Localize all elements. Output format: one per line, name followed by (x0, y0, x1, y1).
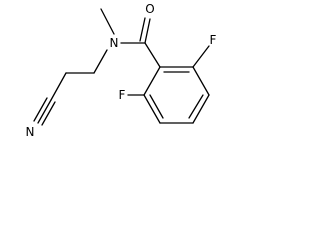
bond-carbonyl-ring (144, 42, 161, 68)
atom-nitrile-nitrogen: N (26, 125, 35, 139)
atom-labels: O N F F N (26, 2, 217, 139)
atom-fluorine-top: F (210, 33, 217, 47)
bond-n-ch2 (93, 49, 108, 74)
chemical-structure-diagram: O N F F N (26, 2, 217, 139)
ring-double-c5-c6 (149, 94, 164, 119)
ring-bond-c6-c1 (143, 66, 161, 96)
atom-fluorine-bottom: F (119, 88, 126, 102)
bond-c2-fluorine (192, 45, 210, 68)
atom-nitrogen: N (110, 36, 119, 50)
atom-oxygen: O (145, 2, 154, 16)
bond-nitrile-1 (37, 99, 52, 124)
bond-ch2-cn-carbon (50, 72, 67, 101)
ring-bond-c5-c6 (143, 94, 161, 124)
bond-carbonyl-oxygen (144, 18, 151, 44)
ring-bond-c3-c4 (192, 94, 210, 124)
bond-nitrile-2 (41, 101, 56, 126)
bond-n-methyl (100, 8, 115, 35)
ring-double-c3-c4 (188, 94, 204, 119)
bond-nitrile-3 (33, 97, 48, 122)
bonds (33, 8, 210, 126)
ring-bond-c2-c3 (192, 66, 210, 96)
bond-carbonyl-oxygen-2 (139, 17, 146, 42)
